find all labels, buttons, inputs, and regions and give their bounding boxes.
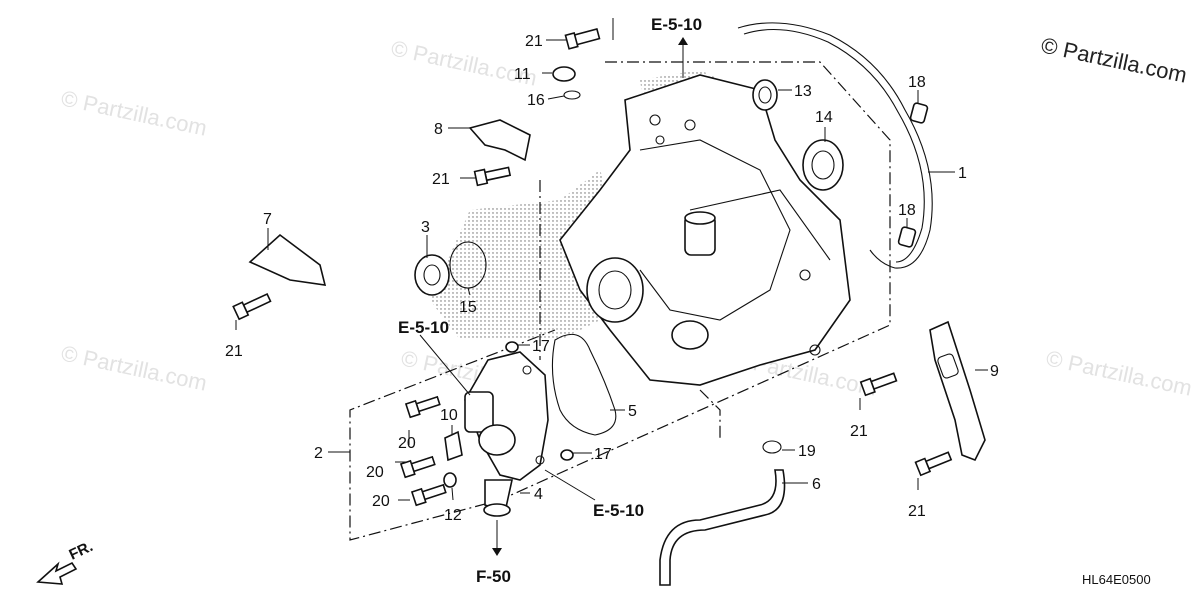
callout-21: 21 [225, 343, 243, 360]
callout-20: 20 [366, 464, 384, 481]
callout-3: 3 [421, 219, 430, 236]
callout-6: 6 [812, 476, 821, 493]
flange-bolts [232, 27, 953, 507]
callout-21: 21 [908, 503, 926, 520]
oil-seal-13 [752, 79, 778, 111]
ref-e-5-10-left[interactable]: E-5-10 [398, 318, 449, 337]
ref-f-50[interactable]: F-50 [476, 567, 511, 586]
callout-13: 13 [794, 83, 812, 100]
plug-o-ring [563, 90, 581, 100]
callout-2: 2 [314, 445, 323, 462]
dowel-17-upper [505, 341, 519, 353]
bracket-9 [929, 320, 986, 462]
cover-assembly-outline [349, 61, 891, 541]
breather-hose-6 [659, 469, 786, 586]
front-direction-indicator: FR. [36, 538, 96, 585]
callout-21: 21 [432, 171, 450, 188]
callout-20: 20 [398, 435, 416, 452]
callout-17: 17 [594, 446, 612, 463]
leader-lines [235, 18, 988, 556]
ref-e-5-10-top[interactable]: E-5-10 [651, 15, 702, 34]
partzilla-copyright: © Partzilla.com [1039, 32, 1189, 87]
callout-1: 1 [958, 165, 967, 182]
f50-arrow-head [492, 548, 502, 556]
o-ring-5 [551, 333, 617, 436]
callout-12: 12 [444, 507, 462, 524]
dowel-pin-lower [897, 226, 917, 248]
callout-20: 20 [372, 493, 390, 510]
hose-clip-19 [762, 440, 782, 454]
callout-15: 15 [459, 299, 477, 316]
front-label: FR. [67, 538, 96, 564]
guard-plate-7 [248, 233, 327, 286]
front-arrow-icon [36, 561, 78, 585]
callout-21: 21 [525, 33, 543, 50]
oil-seal-14 [802, 139, 844, 191]
water-pump-cover [464, 351, 549, 517]
callout-11: 11 [514, 66, 531, 83]
callout-16: 16 [527, 92, 545, 109]
callout-18: 18 [898, 202, 916, 219]
callout-10: 10 [440, 407, 458, 424]
callout-14: 14 [815, 109, 833, 126]
drain-axis-line [699, 389, 721, 440]
callout-8: 8 [434, 121, 443, 138]
oil-filler-plug [552, 66, 576, 82]
callout-4: 4 [534, 486, 543, 503]
callout-18: 18 [908, 74, 926, 91]
diagram-code: HL64E0500 [1082, 572, 1151, 587]
section-references: E-5-10 E-5-10 E-5-10 F-50 [398, 15, 702, 586]
callout-17: 17 [532, 338, 550, 355]
clamp-10 [444, 430, 463, 462]
cover-gasket-inner [743, 28, 925, 263]
cover-gasket [737, 22, 933, 269]
callout-21: 21 [850, 423, 868, 440]
callout-numbers: 21 11 16 8 21 7 3 15 21 13 14 18 1 18 17… [225, 33, 999, 524]
gasket-surface-shading [430, 170, 620, 340]
watermark-text: © Partzilla.com [59, 340, 209, 395]
dowel-pin-upper [909, 102, 929, 124]
callout-7: 7 [263, 211, 272, 228]
dowel-17-lower [560, 449, 574, 461]
wire-bracket-8 [468, 119, 531, 162]
watermark-text: © Partzilla.com [1044, 345, 1194, 400]
callout-9: 9 [990, 363, 999, 380]
watermark-text: © Partzilla.com [59, 85, 209, 140]
callout-5: 5 [628, 403, 637, 420]
right-crankcase-cover [559, 74, 851, 386]
washer-12 [443, 472, 457, 488]
cap-3 [414, 254, 450, 296]
ref-e-5-10-bottom[interactable]: E-5-10 [593, 501, 644, 520]
callout-19: 19 [798, 443, 816, 460]
